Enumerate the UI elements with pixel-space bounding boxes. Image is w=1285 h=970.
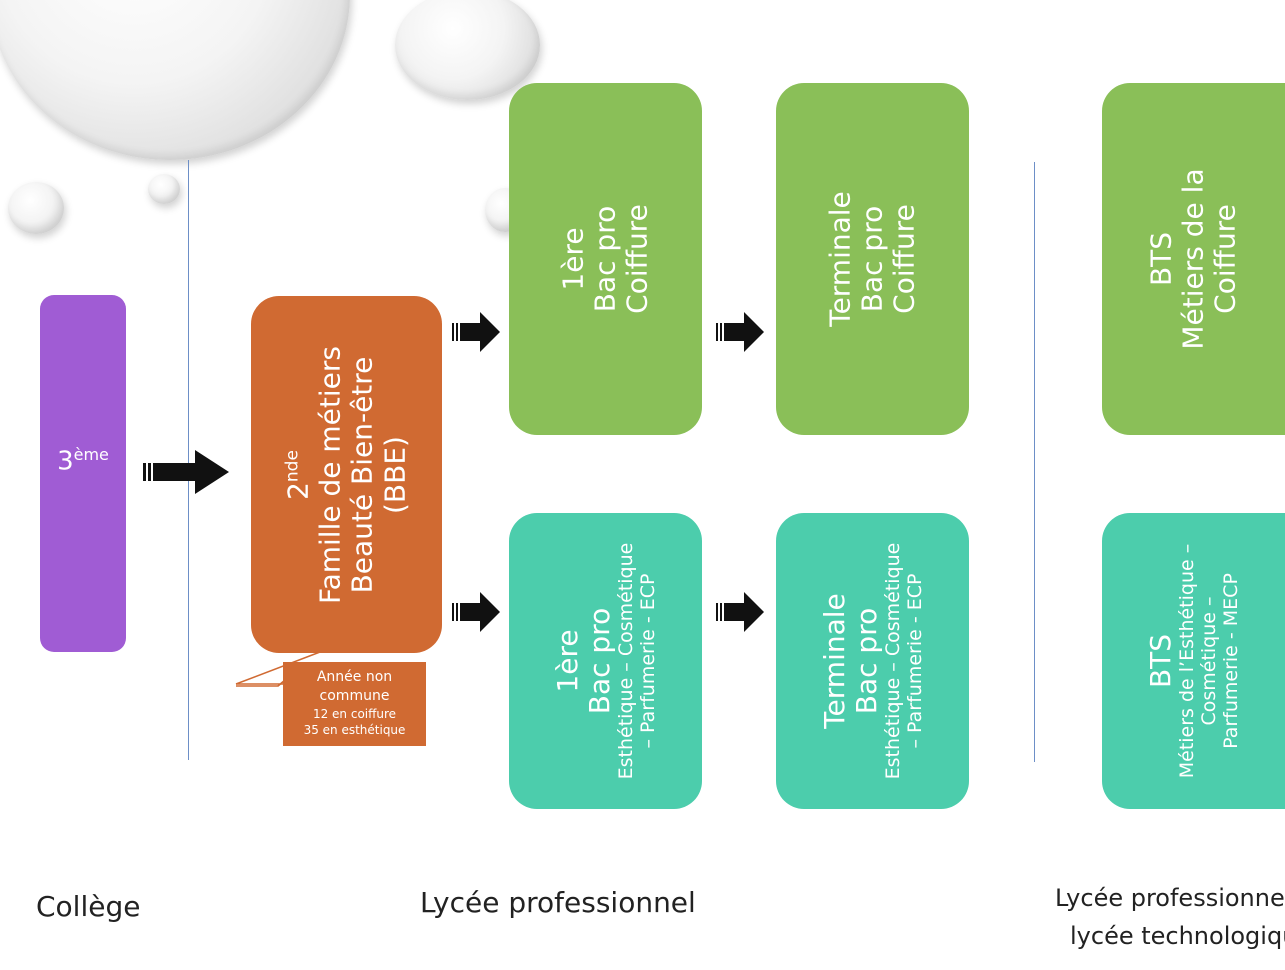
- teal-bts-line2: Métiers de l’Esthétique –: [1176, 543, 1199, 779]
- college-box: 3ème: [40, 295, 126, 652]
- small-water-drop: [148, 174, 180, 204]
- teal-first-line1: 1ère: [550, 629, 584, 693]
- small-water-drop: [8, 182, 64, 234]
- teal-first-box: 1ère Bac pro Esthétique – Cosmétique – P…: [509, 513, 702, 809]
- green-bts-line1: BTS: [1144, 231, 1178, 287]
- lycee-pro-section-label: Lycée professionnel: [420, 886, 696, 919]
- green-terminal-line3: Coiffure: [887, 204, 921, 314]
- lycee-mix-label-1: Lycée professionnel ou: [1055, 884, 1285, 912]
- arrow-icon: [452, 592, 500, 632]
- separator-line: [188, 160, 189, 760]
- teal-first-line2: Bac pro: [582, 607, 616, 715]
- teal-bts-box: BTS Métiers de l’Esthétique – Cosmétique…: [1102, 513, 1285, 809]
- note-line4: 35 en esthétique: [303, 722, 406, 737]
- arrow-icon: [716, 312, 764, 352]
- note-line3: 12 en coiffure: [312, 706, 397, 721]
- seconde-box: 2nde Famille de métiers Beauté Bien-être…: [251, 296, 442, 653]
- callout-line: [235, 651, 321, 685]
- note-box: Année non commune 12 en coiffure 35 en e…: [283, 662, 426, 746]
- teal-first-line3: Esthétique – Cosmétique: [614, 542, 637, 780]
- medium-water-drop: [395, 0, 540, 100]
- teal-first-line4: – Parfumerie - ECP: [636, 573, 659, 749]
- seconde-line3: (BBE): [377, 435, 411, 514]
- callout-line: [236, 683, 288, 685]
- green-terminal-box: Terminale Bac pro Coiffure: [776, 83, 969, 435]
- note-line2: commune: [319, 687, 390, 704]
- green-bts-line2: Métiers de la: [1176, 168, 1210, 350]
- green-bts-box: BTS Métiers de la Coiffure: [1102, 83, 1285, 435]
- teal-terminal-box: Terminale Bac pro Esthétique – Cosmétiqu…: [776, 513, 969, 809]
- lycee-mix-label-2: lycée technologique: [1070, 922, 1285, 950]
- separator-line: [1034, 162, 1035, 762]
- green-first-box: 1ère Bac pro Coiffure: [509, 83, 702, 435]
- note-line1: Année non: [316, 669, 393, 685]
- seconde-level-sup: nde: [281, 449, 302, 482]
- green-bts-line3: Coiffure: [1209, 204, 1243, 314]
- college-label: 3: [57, 446, 74, 477]
- green-terminal-line1: Terminale: [823, 191, 857, 327]
- teal-terminal-line3: Esthétique – Cosmétique: [881, 542, 904, 780]
- arrow-icon: [143, 450, 229, 494]
- college-label-sup: ème: [73, 445, 109, 464]
- green-first-line2: Bac pro: [588, 205, 622, 313]
- teal-terminal-line1: Terminale: [817, 593, 851, 729]
- teal-bts-line3: Cosmétique –: [1198, 596, 1221, 726]
- teal-terminal-line2: Bac pro: [849, 607, 883, 715]
- green-terminal-line2: Bac pro: [855, 205, 889, 313]
- teal-bts-line1: BTS: [1144, 633, 1178, 689]
- arrow-icon: [716, 592, 764, 632]
- arrow-icon: [452, 312, 500, 352]
- teal-terminal-line4: – Parfumerie - ECP: [903, 573, 926, 749]
- teal-bts-line4: Parfumerie - MECP: [1220, 573, 1243, 749]
- seconde-level: 2: [281, 481, 315, 500]
- green-first-line1: 1ère: [556, 227, 590, 291]
- large-water-drop: [0, 0, 350, 160]
- seconde-line1: Famille de métiers: [313, 345, 347, 604]
- seconde-line2: Beauté Bien-être: [345, 356, 379, 593]
- college-section-label: Collège: [36, 890, 141, 923]
- green-first-line3: Coiffure: [620, 204, 654, 314]
